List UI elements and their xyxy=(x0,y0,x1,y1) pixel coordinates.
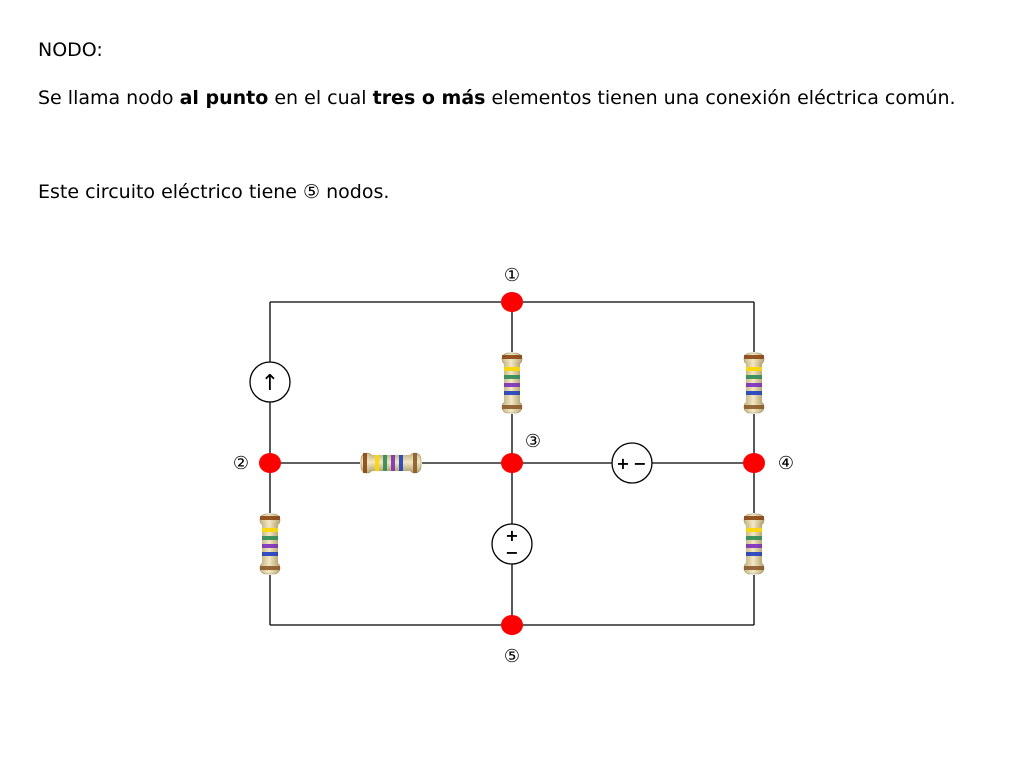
resistor-bottom-left xyxy=(259,513,281,575)
definition-part-2: en el cual xyxy=(268,87,373,109)
resistor-bottom-right xyxy=(743,513,765,575)
node-3-label: ③ xyxy=(525,431,541,452)
resistor-top-center xyxy=(501,352,523,414)
node-2-label: ② xyxy=(233,453,249,474)
definition-bold-1: al punto xyxy=(179,87,269,109)
definition-bold-2: tres o más xyxy=(372,87,486,109)
definition-part-1: Se llama nodo xyxy=(38,87,180,109)
node-4-dot xyxy=(743,453,765,473)
node-2-dot xyxy=(259,453,281,473)
node-4-label: ④ xyxy=(778,453,794,474)
node-3-dot xyxy=(501,453,523,473)
voltage-source-horizontal: + − xyxy=(611,442,653,484)
current-source: ↑ xyxy=(249,361,291,403)
resistor-top-right xyxy=(743,352,765,414)
resistor-middle-left xyxy=(360,452,422,474)
voltage-source-h-plus: + xyxy=(616,454,629,473)
statement-symbol: ⑤ xyxy=(303,181,321,203)
node-1-label: ① xyxy=(504,265,520,286)
node-count-statement: Este circuito eléctrico tiene ⑤ nodos. xyxy=(38,180,389,204)
statement-before: Este circuito eléctrico tiene xyxy=(38,181,304,203)
voltage-source-vertical: + − xyxy=(491,523,533,565)
current-source-arrow: ↑ xyxy=(261,371,279,396)
voltage-source-v-minus: − xyxy=(505,543,518,562)
statement-after: nodos. xyxy=(320,181,390,203)
node-5-dot xyxy=(501,615,523,635)
definition-part-3: elementos tienen una conexión eléctrica … xyxy=(485,87,956,109)
heading: NODO: xyxy=(38,39,103,61)
voltage-source-v-plus: + xyxy=(505,526,518,545)
voltage-source-h-minus: − xyxy=(633,454,646,473)
node-5-label: ⑤ xyxy=(504,646,520,667)
node-1-dot xyxy=(501,292,523,312)
definition-text: Se llama nodo al punto en el cual tres o… xyxy=(38,86,978,110)
